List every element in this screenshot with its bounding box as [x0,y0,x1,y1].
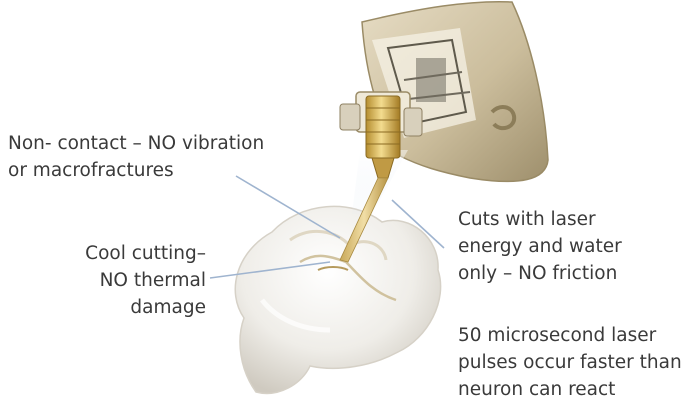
callout-line: damage [38,294,206,321]
callout-cool-cutting: Cool cutting– NO thermal damage [38,240,206,321]
callout-line: energy and water [458,233,622,260]
tooth [235,206,440,393]
callout-line: pulses occur faster than [458,349,682,376]
callout-non-contact: Non- contact – NO vibration or macrofrac… [8,130,264,184]
callout-line: Cuts with laser [458,206,622,233]
callout-line: Cool cutting– [38,240,206,267]
callout-line: or macrofractures [8,157,264,184]
callout-line: 50 microsecond laser [458,322,682,349]
callout-line: neuron can react [458,376,682,403]
callout-line: Non- contact – NO vibration [8,130,264,157]
callout-pulses: 50 microsecond laser pulses occur faster… [458,322,682,403]
callout-cuts-with-laser: Cuts with laser energy and water only – … [458,206,622,287]
callout-line: only – NO friction [458,260,622,287]
callout-line: NO thermal [38,267,206,294]
